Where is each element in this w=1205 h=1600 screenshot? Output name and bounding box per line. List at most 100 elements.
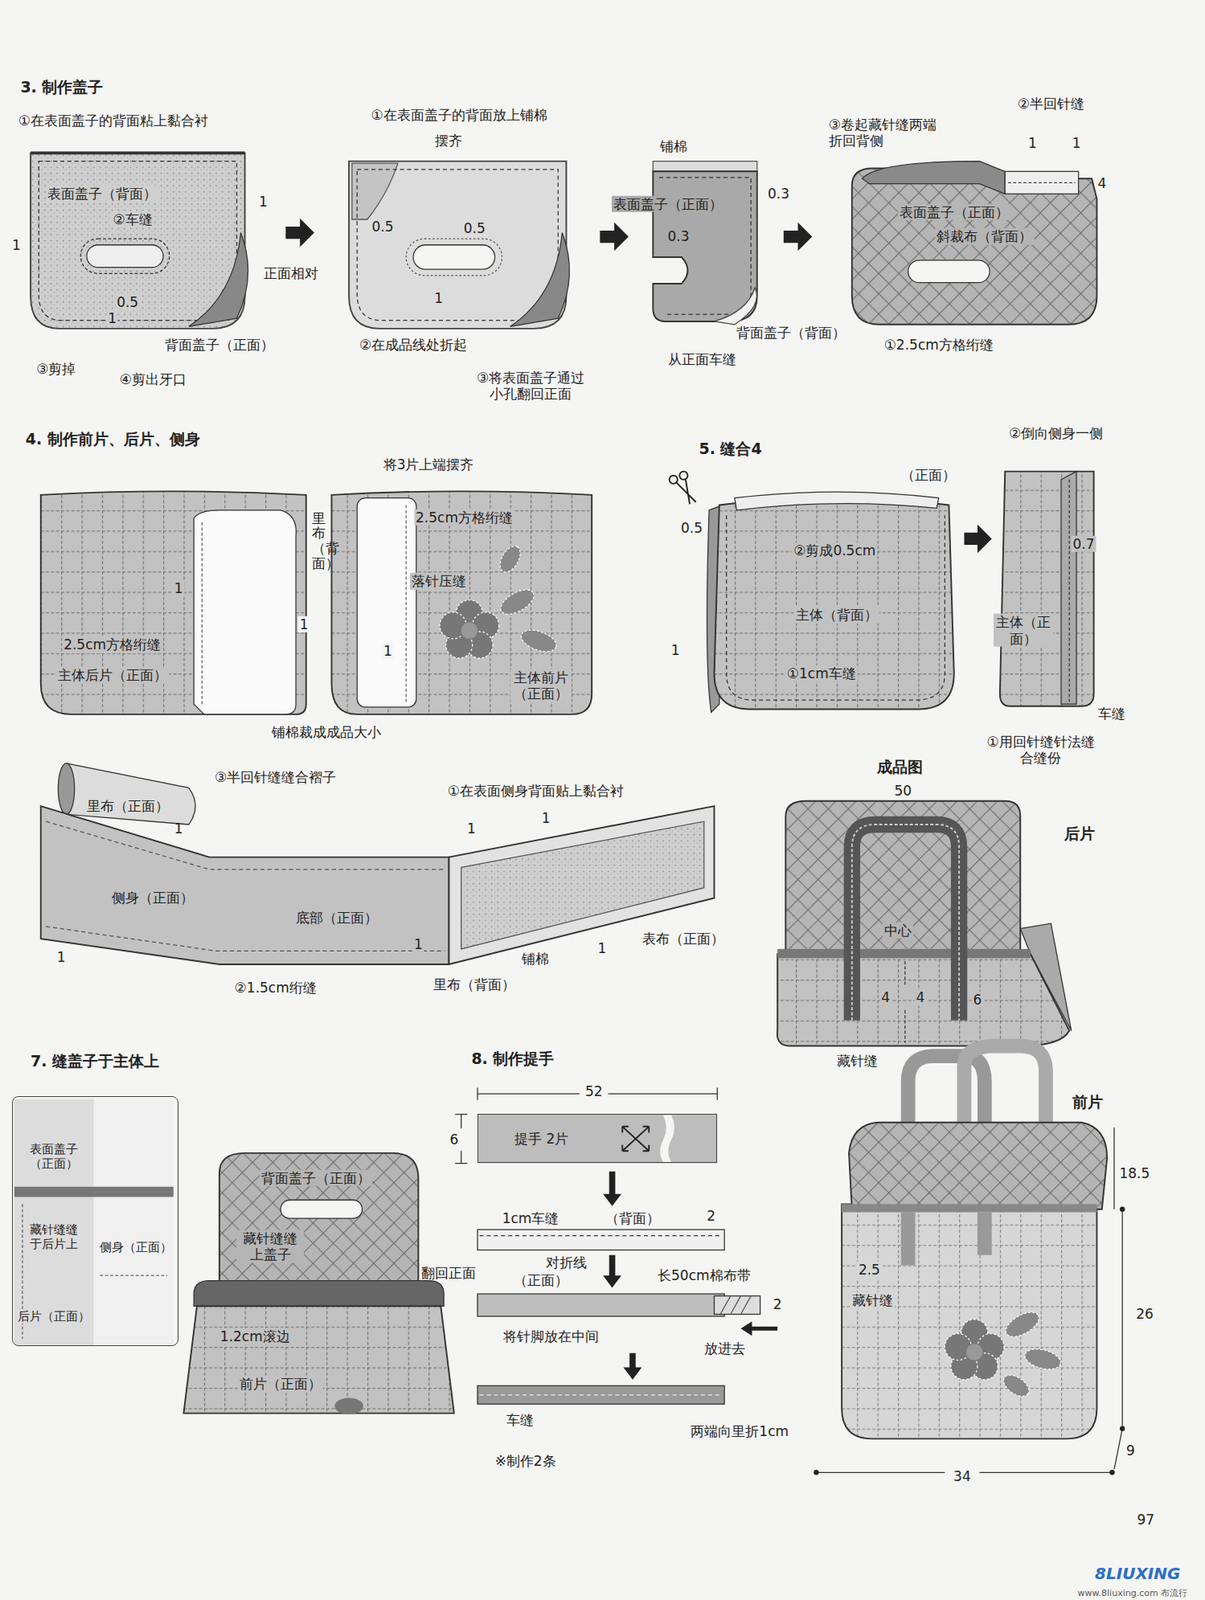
seam-line bbox=[405, 238, 502, 276]
dimension-number: 4 bbox=[879, 989, 892, 1006]
step-arrow bbox=[963, 524, 992, 554]
dimension-number: 1 bbox=[432, 289, 445, 306]
callout-text: ②倒向侧身一侧 bbox=[1008, 425, 1103, 442]
dimension-number: 0.5 bbox=[462, 220, 488, 237]
lid-with-batting bbox=[348, 161, 566, 329]
part-label: 侧身（正面） bbox=[98, 1240, 174, 1255]
callout-text: 里布（背面） bbox=[310, 510, 328, 571]
dimension-number: 2.5 bbox=[856, 1262, 882, 1279]
binding bbox=[193, 1281, 444, 1308]
dimension-number: 0.3 bbox=[666, 228, 692, 245]
binding bbox=[841, 1204, 1097, 1213]
quilt-line bbox=[45, 926, 445, 951]
callout-text: 1cm车缝 bbox=[502, 1209, 560, 1226]
backstitch bbox=[1069, 479, 1070, 703]
section-heading: 8. 制作提手 bbox=[471, 1049, 554, 1069]
watermark: 8LIUXING bbox=[1094, 1564, 1181, 1584]
dimension-number: 0.7 bbox=[1070, 535, 1096, 552]
callout-text: 放进去 bbox=[704, 1340, 746, 1357]
callout-text: 藏针缝 bbox=[850, 1292, 895, 1309]
step-arrow bbox=[602, 1255, 622, 1289]
handle-strip bbox=[477, 1229, 725, 1251]
callout-text: 2.5cm方格绗缝 bbox=[61, 636, 163, 653]
callout-text: 中心 bbox=[882, 922, 914, 939]
petal bbox=[439, 612, 467, 640]
callout-text: 车缝 bbox=[1098, 705, 1126, 722]
lid-turned bbox=[652, 171, 757, 322]
callout-text: 铺棉 bbox=[521, 950, 550, 968]
back-lid-corner bbox=[188, 233, 249, 328]
gusset-strip bbox=[40, 806, 450, 965]
callout-text: 主体前片（正面） bbox=[510, 669, 572, 703]
quilt-line bbox=[45, 821, 445, 870]
dimension-number: 1 bbox=[412, 936, 425, 953]
dimension-number: 0.5 bbox=[680, 520, 703, 537]
dimension-number: 4 bbox=[1097, 175, 1107, 192]
dimension-number: 1 bbox=[174, 819, 184, 837]
back-lid-corner bbox=[510, 233, 570, 328]
callout-text: ②车缝 bbox=[110, 211, 154, 228]
step-arrow bbox=[285, 218, 315, 248]
section-heading: 后片 bbox=[1064, 824, 1095, 844]
handle-strip-piece: 提手 2片 bbox=[477, 1114, 718, 1164]
dimension-number: 6 bbox=[971, 991, 984, 1009]
callout-text: 背面盖子（正面） bbox=[164, 336, 275, 353]
callout-text: 背面盖子（正面） bbox=[259, 1170, 373, 1187]
step-arrow bbox=[623, 1353, 643, 1381]
handle-tube bbox=[477, 1294, 725, 1317]
flower-center bbox=[461, 622, 478, 640]
callout-text: 主体（正面） bbox=[993, 614, 1054, 648]
lid-area bbox=[14, 1099, 95, 1346]
cotton-tape bbox=[713, 1296, 760, 1316]
dimension-number: 1 bbox=[597, 940, 607, 957]
leaf bbox=[1022, 1345, 1063, 1374]
callout-text: 从正面车缝 bbox=[668, 351, 737, 368]
dimension-number: 4 bbox=[913, 989, 927, 1006]
callout-text: 斜裁布（背面） bbox=[934, 228, 1034, 245]
seam-line bbox=[201, 522, 203, 705]
bias-end bbox=[1004, 171, 1078, 194]
callout-text: 长50cm棉布带 bbox=[657, 1266, 751, 1283]
handle-stitch bbox=[852, 824, 960, 1021]
dimension-number: 2 bbox=[706, 1208, 716, 1225]
callout-text: ①1cm车缝 bbox=[785, 665, 858, 682]
lid bbox=[848, 1123, 1107, 1210]
seam-allowance bbox=[1061, 471, 1077, 705]
applique-flower bbox=[439, 542, 559, 659]
callout-text: ①2.5cm方格绗缝 bbox=[884, 336, 994, 353]
part-label: 后片（正面） bbox=[16, 1309, 92, 1324]
dimension-number: 1 bbox=[106, 310, 119, 327]
callout-text: 铺棉裁成成品大小 bbox=[271, 724, 382, 741]
callout-text: 铺棉 bbox=[659, 137, 688, 154]
hand-slot bbox=[413, 245, 496, 270]
finished-handle bbox=[477, 1385, 725, 1405]
section-heading: 3. 制作盖子 bbox=[20, 77, 103, 96]
handle bbox=[963, 1046, 1046, 1124]
dimension-dot bbox=[1109, 1470, 1115, 1476]
batting-edge bbox=[652, 161, 757, 173]
watermark: www.8liuxing.com 布流行 bbox=[1077, 1588, 1189, 1599]
callout-text: ①在表面盖子的背面放上铺棉 bbox=[371, 106, 548, 123]
dimension-number: 1 bbox=[467, 819, 476, 837]
callout-text: ②在成品线处折起 bbox=[359, 336, 468, 353]
callout-text: ②半回针缝 bbox=[1017, 95, 1085, 112]
front-body bbox=[841, 1204, 1097, 1439]
bias-binding bbox=[862, 161, 1006, 195]
dimension-number: 1 bbox=[172, 580, 185, 597]
dimension-number: 50 bbox=[893, 782, 912, 799]
seam-line bbox=[38, 161, 237, 321]
section-heading: 成品图 bbox=[877, 758, 923, 777]
dimension-number: 1 bbox=[12, 236, 21, 253]
leaf bbox=[1001, 1307, 1043, 1343]
dimension-number: 1 bbox=[57, 948, 66, 965]
topstitch bbox=[479, 1394, 723, 1396]
inset-panel: 表面盖子（正面）藏针缝缝于后片上侧身（正面）后片（正面） bbox=[12, 1096, 178, 1347]
backstitch bbox=[1008, 182, 1076, 184]
callout-text: 里布（背面） bbox=[433, 976, 516, 993]
callout-text: 表面盖子（背面） bbox=[45, 185, 159, 202]
callout-text: 表面盖子（正面） bbox=[897, 204, 1011, 221]
hand-slot bbox=[86, 245, 164, 268]
callout-text: ③剪掉 bbox=[36, 360, 76, 378]
callout-text: ③卷起藏针缝两端折回背侧 bbox=[828, 116, 942, 150]
callout-text: 摆齐 bbox=[434, 132, 463, 149]
